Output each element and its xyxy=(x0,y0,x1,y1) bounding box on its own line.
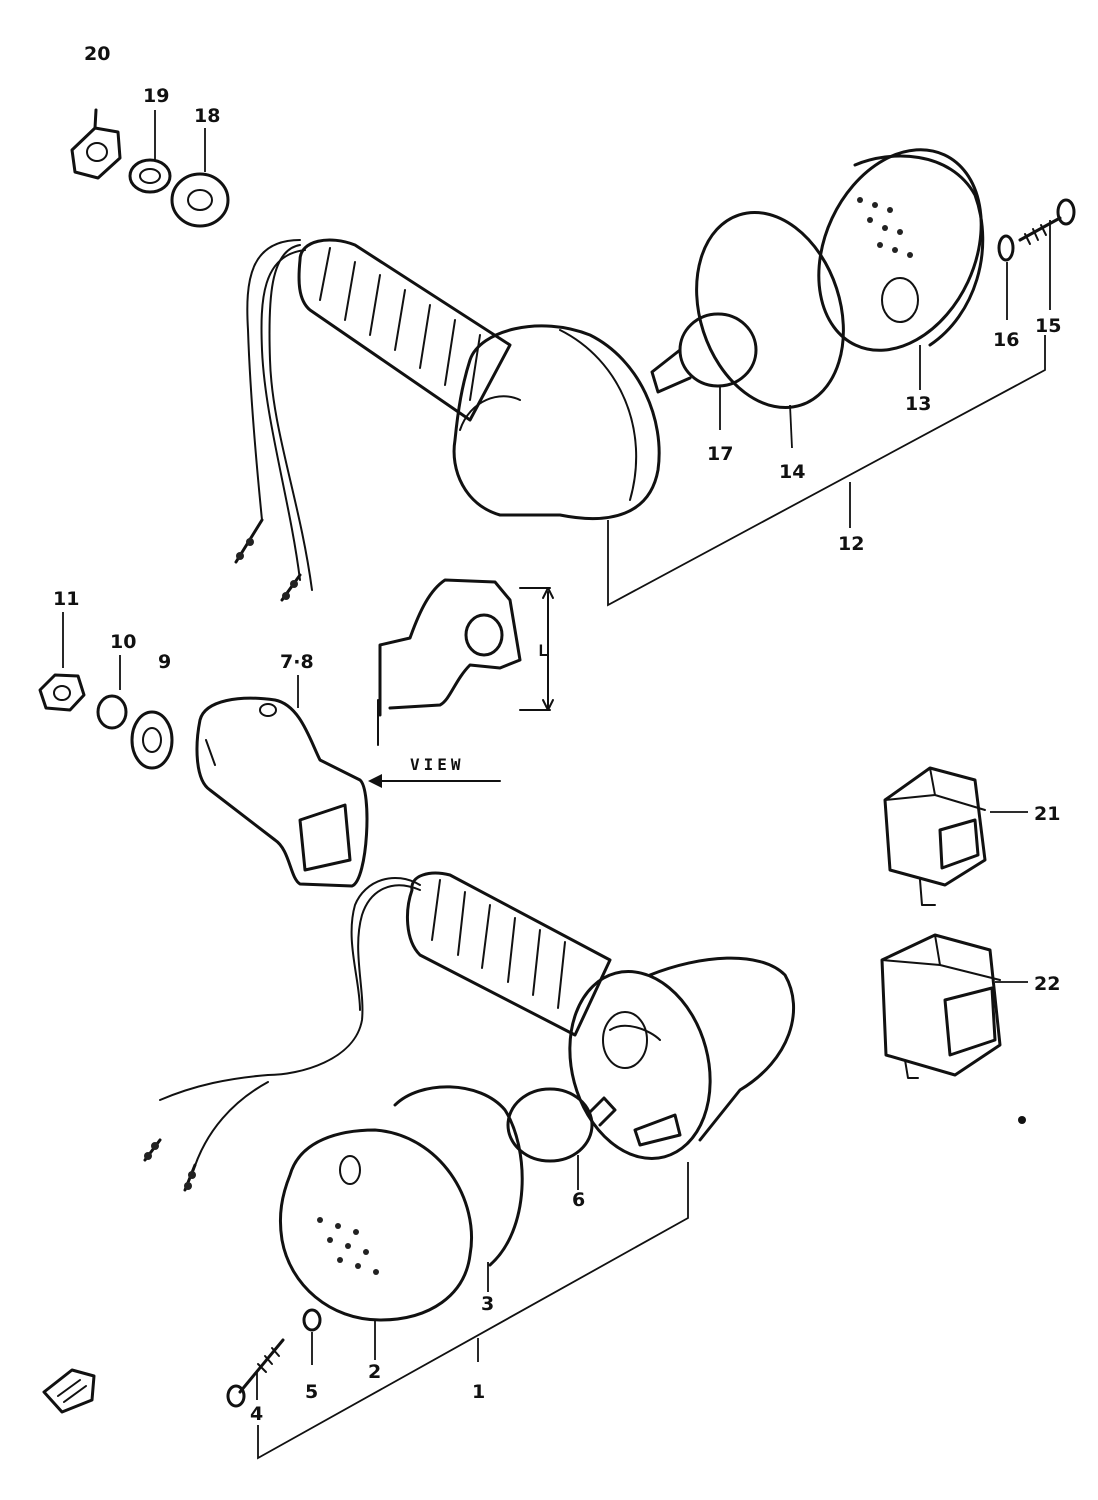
callout-11: 11 xyxy=(53,588,79,610)
callout-2: 2 xyxy=(368,1361,381,1383)
gasket-part-3 xyxy=(393,1085,524,1292)
assembly-12-bracket xyxy=(607,335,1046,607)
washer-part-5 xyxy=(302,1308,322,1365)
washer-part-10 xyxy=(96,655,128,730)
callout-4: 4 xyxy=(250,1403,263,1425)
callout-5: 5 xyxy=(305,1381,318,1403)
view-arrow: VIEW xyxy=(368,755,501,788)
callout-15: 15 xyxy=(1035,315,1061,337)
callout-3: 3 xyxy=(481,1293,494,1315)
callout-19: 19 xyxy=(143,85,169,107)
callout-1: 1 xyxy=(472,1381,485,1403)
bracket-dimension-mark: L xyxy=(538,641,552,660)
relay-part-22 xyxy=(880,933,1028,1079)
lens-part-2 xyxy=(278,1128,473,1360)
bracket-part-7-8 xyxy=(195,675,369,888)
lower-signal-wires xyxy=(143,876,421,1192)
bulb-part-17 xyxy=(650,312,758,430)
callout-20: 20 xyxy=(84,43,110,65)
view-inset: L xyxy=(377,578,554,746)
callout-22: 22 xyxy=(1034,973,1060,995)
callout-17: 17 xyxy=(707,443,733,465)
callout-14: 14 xyxy=(779,461,805,483)
callout-12: 12 xyxy=(838,533,864,555)
front-arrow-icon xyxy=(42,1368,96,1414)
screw-part-15 xyxy=(1018,198,1076,310)
upper-signal-stem xyxy=(297,238,512,422)
callout-9: 9 xyxy=(158,651,171,673)
lower-signal-stem xyxy=(406,871,612,1037)
gasket-part-14 xyxy=(695,210,845,449)
stray-mark xyxy=(1018,1116,1026,1124)
callout-18: 18 xyxy=(194,105,220,127)
spacer-part-9 xyxy=(130,710,174,770)
callout-16: 16 xyxy=(993,329,1019,351)
callout-6: 6 xyxy=(572,1189,585,1211)
washer-part-19 xyxy=(128,158,172,194)
assembly-1-bracket xyxy=(257,1162,689,1460)
callout-7-8: 7·8 xyxy=(280,651,314,673)
upper-signal-housing xyxy=(452,324,661,521)
lower-signal-housing xyxy=(568,956,796,1160)
upper-signal-wires xyxy=(234,239,313,602)
washer-part-16 xyxy=(997,234,1015,320)
screw-part-4 xyxy=(226,1338,285,1408)
nut-part-20 xyxy=(70,108,122,180)
callout-21: 21 xyxy=(1034,803,1060,825)
relay-part-21 xyxy=(883,766,1028,906)
view-label: VIEW xyxy=(410,755,465,774)
callout-13: 13 xyxy=(905,393,931,415)
bulb-part-6 xyxy=(506,1087,617,1190)
lens-part-13 xyxy=(817,148,985,390)
washer-part-18 xyxy=(170,172,230,228)
nut-part-11 xyxy=(38,612,86,712)
callout-10: 10 xyxy=(110,631,136,653)
